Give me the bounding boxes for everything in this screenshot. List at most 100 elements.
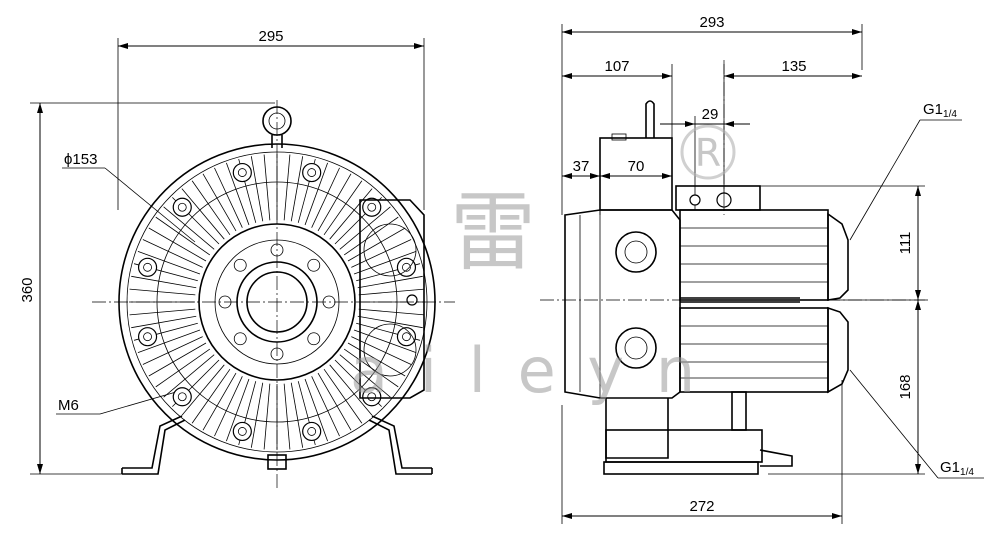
front-view: 295 360 ϕ153 M6 [19,28,455,488]
side-vertical-dimensions: 111 168 [760,185,925,475]
front-width-label: 295 [258,28,283,45]
bolt-hole-inner [402,332,411,342]
cooling-rib [353,251,417,275]
bolt-leader: M6 [56,391,177,415]
front-width-dimension: 295 [117,28,425,210]
cooling-rib [148,227,207,262]
cooling-rib [358,308,425,316]
cooling-rib [202,173,237,232]
cooling-rib [304,162,328,226]
watermark-chinese: 雷 [450,183,536,283]
bolt-hole [302,421,322,442]
cooling-rib [323,180,363,236]
bolt-hole [362,387,382,407]
diameter-leader: ϕ153 [62,151,196,243]
bolt-hole-inner [237,427,247,436]
side-base-label: 272 [689,498,714,515]
cooling-rib [347,227,406,262]
diameter-label: ϕ153 [64,151,97,168]
bolt-hole-inner [307,168,317,177]
side-total-dimension: 293 [561,14,863,215]
side-box-dimensions: 37 70 [562,150,672,215]
hub-hole [307,258,321,272]
hub-hole [307,332,321,346]
side-total-label: 293 [699,14,724,31]
cooling-rib [263,383,271,450]
cooling-rib [283,154,291,221]
cooling-rib [317,173,352,232]
bolt-hole [172,197,192,217]
side-lower-height-label: 168 [897,374,914,399]
cooling-rib [202,372,237,431]
cooling-rib [329,364,373,416]
cooling-rib [155,216,211,256]
watermark-latin: a i l e y n [350,334,701,407]
cooling-rib [351,239,412,268]
cooling-rib [137,329,201,353]
cooling-rib [191,180,231,236]
cooling-rib [191,368,231,424]
side-box-offset-label: 37 [573,158,590,175]
cooling-rib [181,188,225,240]
bolt-hole [396,327,417,347]
front-height-label: 360 [19,277,36,302]
bolt-hole [302,162,322,183]
cooling-rib [304,378,328,442]
cooling-rib [351,336,412,365]
watermark: 雷 a i l e y n R [350,124,736,407]
bolt-hole [232,421,252,442]
cooling-rib [250,382,264,448]
bolt-hole-inner [307,427,317,436]
cooling-rib [155,348,211,388]
cooling-rib [129,308,196,316]
registered-mark-letter: R [695,131,721,175]
cooling-rib [358,288,425,296]
upper-port-label: G11/4 [923,101,957,120]
cooling-rib [323,368,363,424]
bolt-hole [396,257,417,277]
bolt-hole-inner [177,202,187,212]
bolt-hole-inner [143,262,152,272]
cooling-rib [137,251,201,275]
cooling-rib [357,275,423,289]
bolt-hole [362,197,382,217]
cooling-rib [250,156,264,222]
cooling-rib [163,206,215,250]
cooling-rib [142,239,203,268]
bolt-hole [137,327,158,347]
cooling-rib [214,376,243,437]
cooling-rib [357,315,423,329]
bolt-hole-inner [402,262,411,272]
cooling-ribs [129,154,425,450]
cooling-rib [131,315,197,329]
bolt-hole-inner [237,168,247,177]
cooling-rib [226,378,250,442]
bolt-hole-inner [367,202,377,212]
registered-mark-circle [680,124,736,180]
side-right-offset-label: 135 [781,58,806,75]
bolt-holes [137,162,417,442]
bolt-hole-inner [177,392,187,402]
bolt-label: M6 [58,397,79,414]
cooling-rib [148,342,207,377]
cooling-rib [317,372,352,431]
cooling-rib [181,364,225,416]
side-view: 293 107 135 29 [540,14,984,524]
cooling-rib [226,162,250,226]
upper-port-leader: G11/4 [849,101,962,241]
side-port-gap-label: 29 [702,106,719,123]
cooling-rib [311,376,340,437]
lower-port-leader: G11/4 [849,369,984,479]
cooling-rib [339,206,391,250]
bolt-hole [172,387,192,407]
side-right-offset-dimension: 135 [723,58,862,210]
side-housing [564,100,849,475]
bolt-hole-inner [143,332,152,342]
cooling-rib [263,154,271,221]
side-box-width-label: 70 [628,158,645,175]
cooling-rib [283,383,291,450]
front-height-dimension: 360 [19,102,275,475]
cooling-rib [290,156,304,222]
side-left-offset-label: 107 [604,58,629,75]
